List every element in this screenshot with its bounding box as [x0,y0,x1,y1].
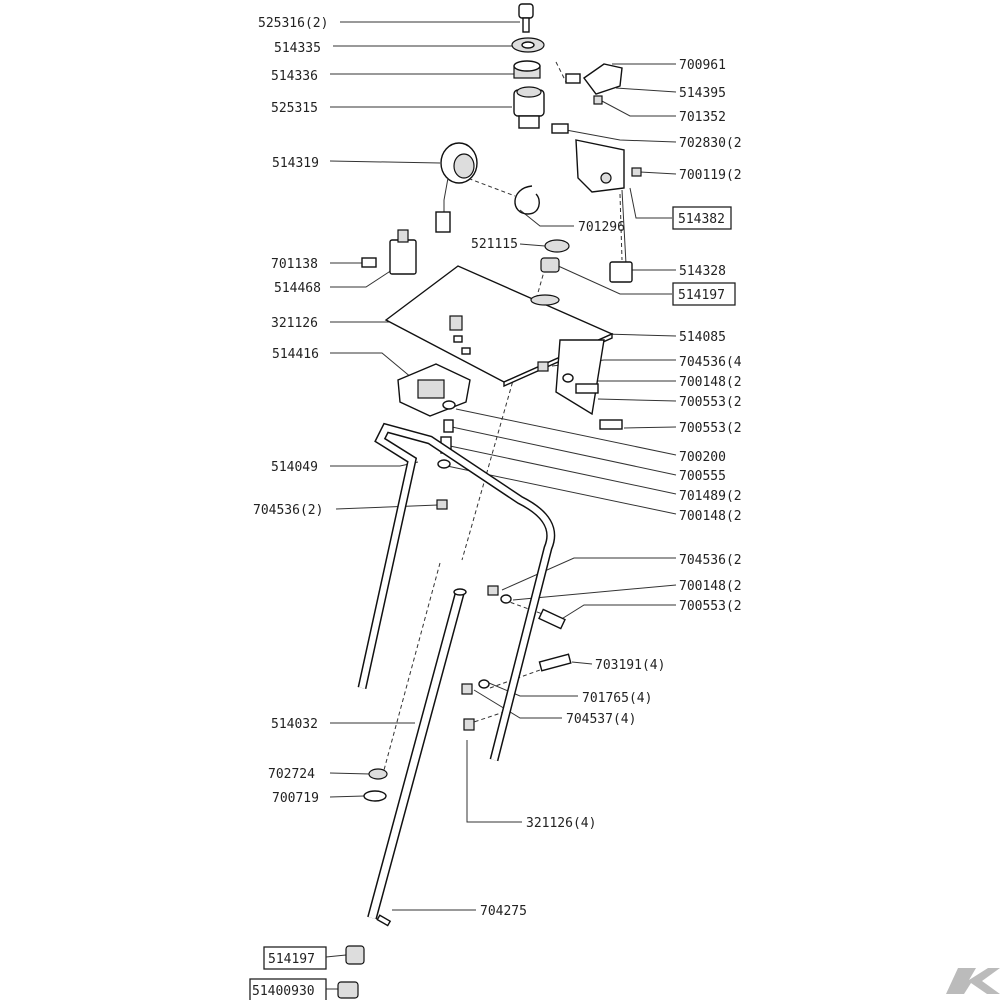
label-handle: 514049 [271,460,318,475]
label-washer-b: 700148(2 [679,509,742,524]
label-circlip: 701296 [578,220,625,235]
part-labels: 525316(2) 514335 514336 525315 514319 70… [252,16,742,999]
label-key: 525316(2) [258,16,328,31]
part-coupling [337,981,359,999]
label-washer-top: 514335 [274,41,321,56]
label-clip: 321126 [271,316,318,331]
part-relay [389,229,417,275]
label-panel-nut: 704536(4 [679,355,742,370]
brand-logo [946,968,1000,994]
part-bushing-bottom [345,945,365,965]
part-circlip [514,185,540,215]
part-bushing-top [540,257,560,273]
part-grommet [544,239,570,253]
part-washer-top [511,37,545,53]
label-boxes [249,206,736,1000]
label-screw-b: 701489(2 [679,489,742,504]
label-ring-b: 700719 [272,791,319,806]
part-hour-meter [435,142,478,233]
label-bracket-screw: 702830(2 [679,136,742,151]
part-relay-screw [361,257,377,268]
label-coupling: 51400930 [252,984,315,999]
label-bushing-top: 514197 [678,288,725,303]
part-stack-hardware [437,400,456,469]
label-screw-a: 700555 [679,469,726,484]
label-holder: 514416 [272,347,319,362]
part-panel-hardware [537,361,623,430]
label-bracket-nut: 700119(2 [679,168,742,183]
part-bracket [551,123,642,265]
label-washer-a: 700200 [679,450,726,465]
label-frame-washer: 700148(2 [679,579,742,594]
label-lever-knob: 700961 [679,58,726,73]
part-frame-hardware [436,499,572,731]
label-tube-screw: 703191(4) [595,658,665,673]
part-holder [397,363,471,417]
label-ring-a: 702724 [268,767,315,782]
label-ignition-switch: 525315 [271,101,318,116]
label-panel-bolt-a: 700553(2 [679,395,742,410]
label-relay-screw: 701138 [271,257,318,272]
label-shaft: 514032 [271,717,318,732]
label-tube-washer: 701765(4) [582,691,652,706]
part-shaft [367,588,467,920]
label-hour-meter: 514319 [272,156,319,171]
part-handle [357,422,556,762]
label-lever-block: 514395 [679,86,726,101]
label-cable-end: 514328 [679,264,726,279]
label-pin: 704275 [480,904,527,919]
part-cable-end [609,261,633,283]
label-frame-nut: 704536(2 [679,553,742,568]
label-cage-nut: 321126(4) [526,816,596,831]
part-rings [363,768,388,802]
label-panel-washer: 700148(2 [679,375,742,390]
label-relay: 514468 [274,281,321,296]
leader-lines [325,21,677,990]
label-nut-left: 704536(2) [253,503,323,518]
label-tube-nut: 704537(4) [566,712,636,727]
part-lever [565,63,623,105]
label-panel-bolt-b: 700553(2 [679,421,742,436]
label-panel: 514085 [679,330,726,345]
part-key [518,3,534,33]
label-nut-ring: 514336 [271,69,318,84]
label-bushing-bottom: 514197 [268,952,315,967]
part-ignition-switch [513,86,545,129]
label-grommet: 521115 [471,237,518,252]
label-frame-bolt: 700553(2 [679,599,742,614]
label-bracket: 514382 [678,212,725,227]
part-pin [376,914,392,927]
label-lever-nut: 701352 [679,110,726,125]
part-nut-ring [513,60,541,79]
part-panel-bracket [555,339,605,416]
